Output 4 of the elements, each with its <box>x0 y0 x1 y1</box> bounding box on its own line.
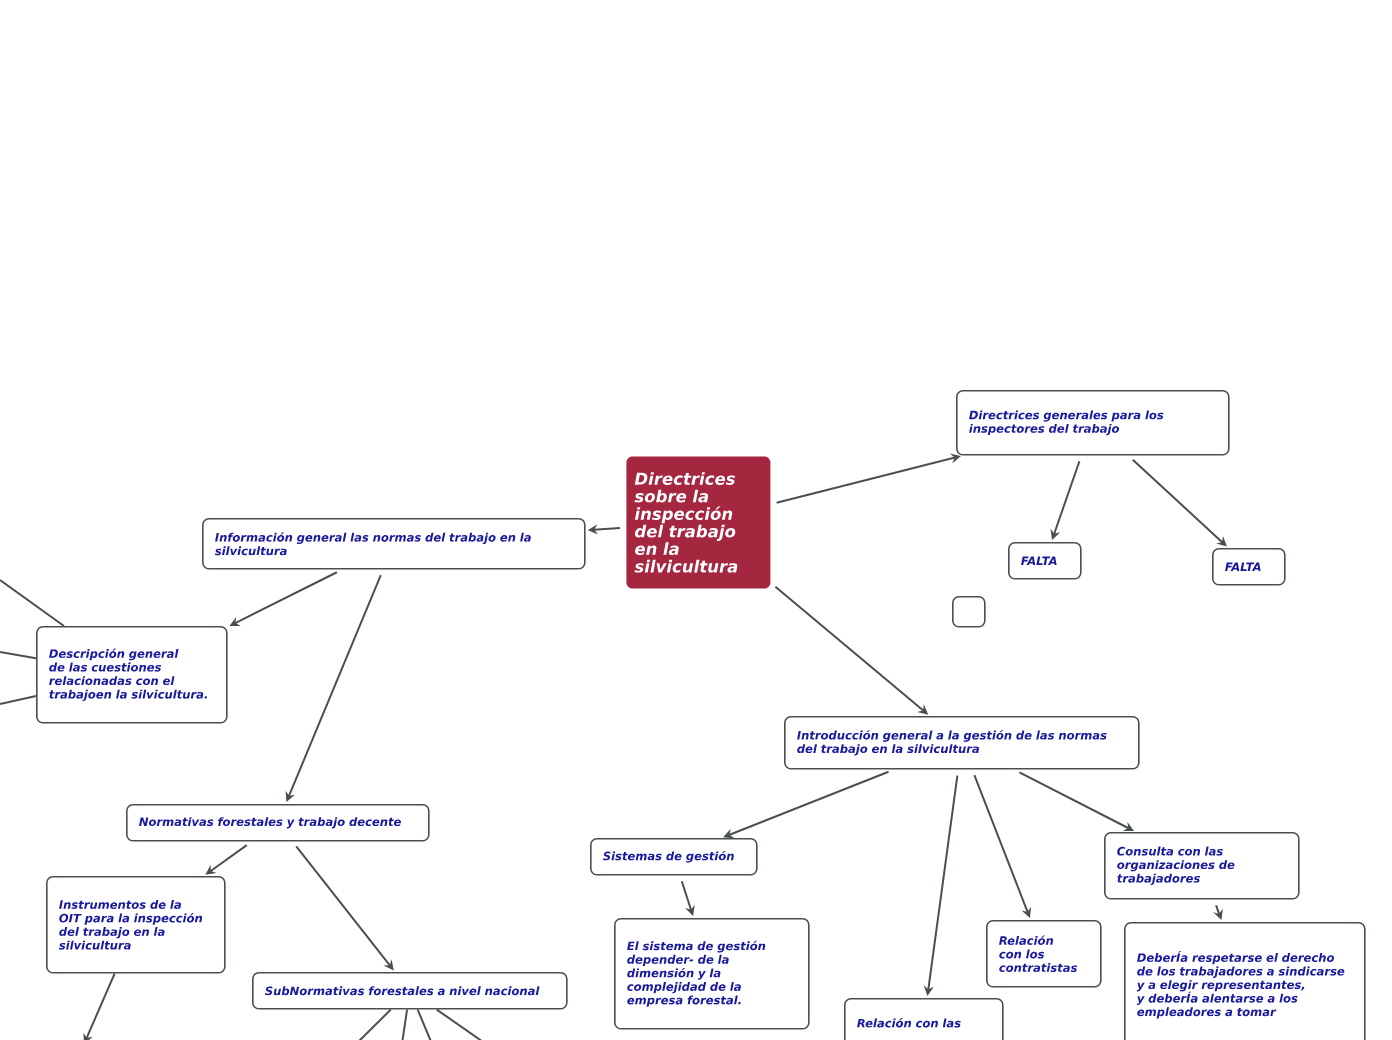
topic-box: Directrices sobre la inspección del trabajo en la silvicultura <box>626 456 771 589</box>
empty-box <box>952 596 986 628</box>
arrow <box>1131 458 1227 547</box>
arrow <box>83 972 116 1040</box>
